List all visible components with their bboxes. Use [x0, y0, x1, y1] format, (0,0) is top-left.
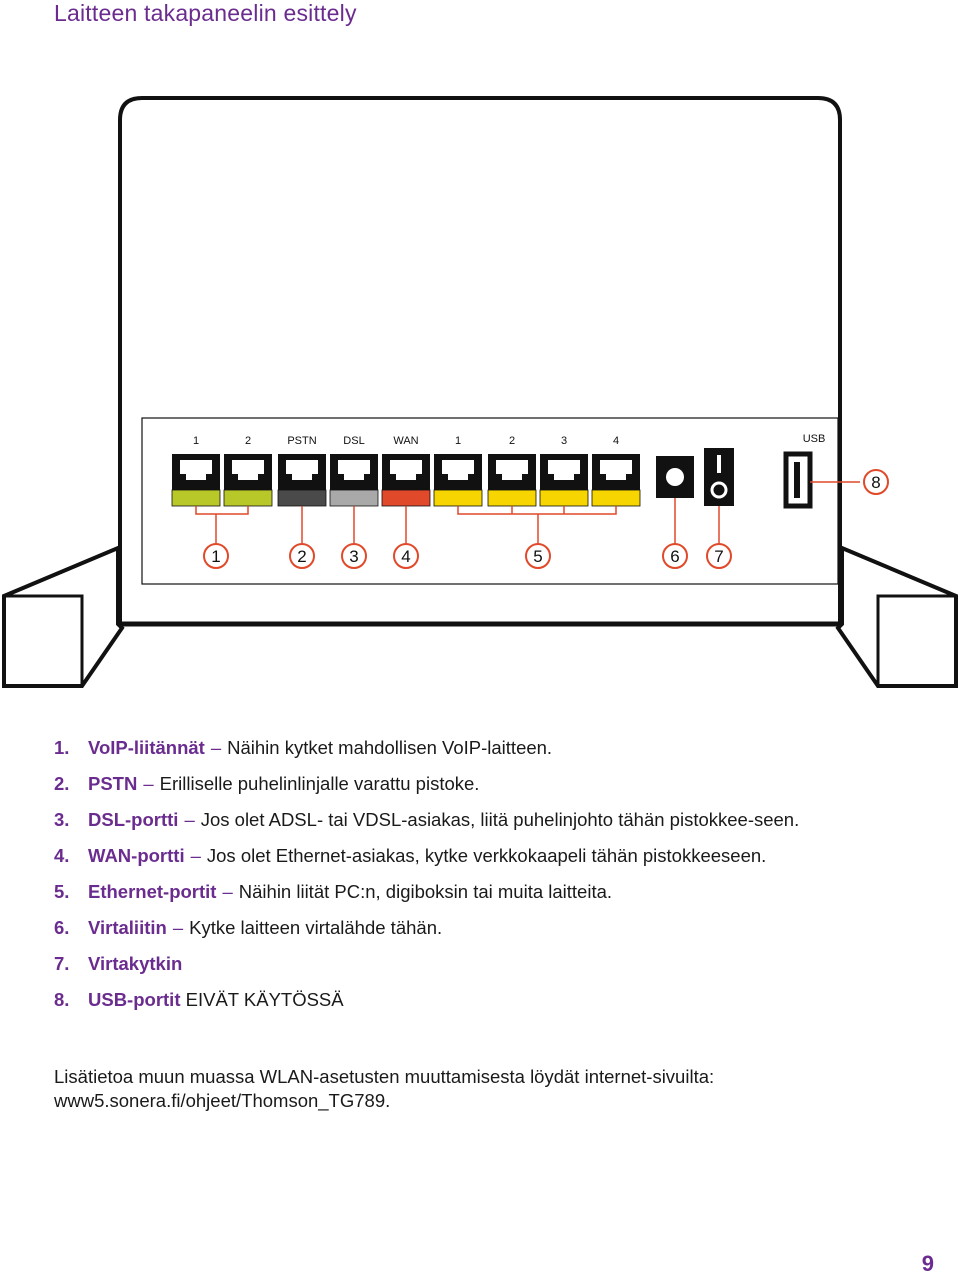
jack-opening	[338, 460, 370, 480]
callout-circle	[525, 543, 551, 569]
item-dash: –	[222, 881, 233, 902]
port-color-strip	[591, 489, 641, 507]
callout-number: 2	[297, 547, 306, 566]
callout-circle	[706, 543, 732, 569]
port-color-strip	[433, 489, 483, 507]
info-url: www5.sonera.fi/ohjeet/Thomson_TG789.	[54, 1090, 391, 1111]
item-description: Jos olet ADSL- tai VDSL-asiakas, liitä p…	[200, 809, 800, 830]
item-term: Ethernet-portit	[88, 881, 217, 902]
list-item: 7. Virtakytkin	[54, 952, 914, 976]
page-number: 9	[921, 1251, 934, 1276]
item-dash: –	[172, 917, 184, 938]
jack-opening	[600, 460, 632, 480]
item-description: Kytke laitteen virtalähde tähän.	[189, 917, 443, 938]
port-color-strip	[223, 489, 273, 507]
list-item: 6. Virtaliitin–Kytke laitteen virtalähde …	[54, 916, 914, 940]
router-body	[118, 96, 842, 622]
callout-number: 4	[401, 547, 410, 566]
port-label: WAN	[393, 435, 418, 447]
callout-number: 5	[533, 547, 542, 566]
callout-number: 3	[349, 547, 358, 566]
port-color-strip	[539, 489, 589, 507]
callout-circle	[393, 543, 419, 569]
leader-line	[457, 506, 617, 515]
port-label: PSTN	[287, 435, 316, 447]
callout-group: 1 2 3 4 5 6 7 8	[195, 469, 889, 569]
item-term: PSTN	[88, 773, 138, 794]
item-term: VoIP-liitännät	[88, 737, 205, 758]
list-item: 3. DSL-portti–Jos olet ADSL- tai VDSL-asi…	[54, 808, 914, 832]
right-foot	[835, 544, 958, 688]
port-color-strip	[329, 489, 379, 507]
item-number: 8.	[54, 989, 70, 1010]
port-color-strip	[487, 489, 537, 507]
item-dash: –	[184, 809, 195, 830]
item-number: 6.	[54, 917, 70, 938]
list-item: 1. VoIP-liitännät–Näihin kytket mahdollis…	[54, 736, 914, 760]
item-number: 7.	[54, 953, 70, 974]
jack-opening	[496, 460, 528, 480]
callout-number: 8	[871, 473, 880, 492]
jack-opening	[232, 460, 264, 480]
leader-line	[195, 506, 249, 515]
page-title: Laitteen takapaneelin esittely	[54, 0, 357, 26]
port-group: 1 2 PSTN DSL WAN 1 2 3 4 USB	[171, 433, 826, 509]
item-number: 4.	[54, 845, 70, 866]
item-term: USB-portit	[88, 989, 181, 1010]
info-line-1: Lisätietoa muun muassa WLAN-asetusten mu…	[54, 1066, 715, 1087]
callout-number: 6	[670, 547, 679, 566]
jack-opening	[180, 460, 212, 480]
list-item: 5. Ethernet-portit–Näihin liität PC:n, di…	[54, 880, 914, 904]
switch-off-mark	[710, 481, 728, 499]
item-description: EIVÄT KÄYTÖSSÄ	[180, 989, 344, 1010]
jack-opening	[442, 460, 474, 480]
switch-on-mark	[717, 455, 721, 473]
item-description: Näihin kytket mahdollisen VoIP-laitteen.	[227, 737, 553, 758]
port-color-strip	[277, 489, 327, 507]
item-term: Virtakytkin	[88, 953, 183, 974]
port-label: 3	[561, 435, 567, 447]
port-label: 1	[193, 435, 199, 447]
feature-list: 1.VoIP-liitännät–Näihin kytket mahdollis…	[54, 736, 914, 1024]
callout-number: 7	[714, 547, 723, 566]
port-color-strip	[171, 489, 221, 507]
left-foot	[1, 544, 125, 688]
item-term: Virtaliitin	[88, 917, 167, 938]
callout-circle	[341, 543, 367, 569]
item-number: 3.	[54, 809, 70, 830]
item-dash: –	[210, 737, 222, 758]
callout-circle	[662, 543, 688, 569]
more-info: Lisätietoa muun muassa WLAN-asetusten mu…	[54, 1065, 914, 1113]
item-dash: –	[190, 845, 201, 866]
port-label: 4	[613, 435, 619, 447]
callout-number: 1	[211, 547, 220, 566]
jack-opening	[390, 460, 422, 480]
usb-label: USB	[803, 433, 826, 445]
list-item: 8. USB-portit EIVÄT KÄYTÖSSÄ	[54, 988, 914, 1012]
list-item: 2. PSTN–Erilliselle puhelinlinjalle varat…	[54, 772, 914, 796]
port-label: 1	[455, 435, 461, 447]
callout-circle	[203, 543, 229, 569]
usb-port-tongue	[794, 462, 800, 498]
item-number: 2.	[54, 773, 70, 794]
port-color-strip	[381, 489, 431, 507]
port-label: 2	[509, 435, 515, 447]
power-socket-hole	[666, 468, 684, 486]
item-description: Näihin liität PC:n, digiboksin tai muita…	[238, 881, 613, 902]
callout-circle	[289, 543, 315, 569]
router-back-panel-illustration: 1 2 PSTN DSL WAN 1 2 3 4 USB 1 2 3 4 5 6 7 8	[1, 96, 958, 688]
item-term: DSL-portti	[88, 809, 179, 830]
port-label: DSL	[343, 435, 364, 447]
item-number: 1.	[54, 737, 70, 758]
callout-circle	[863, 469, 889, 495]
jack-opening	[286, 460, 318, 480]
item-dash: –	[143, 773, 154, 794]
item-description: Erilliselle puhelinlinjalle varattu pist…	[159, 773, 480, 794]
list-item: 4. WAN-portti–Jos olet Ethernet-asiakas, …	[54, 844, 914, 868]
item-number: 5.	[54, 881, 70, 902]
item-term: WAN-portti	[88, 845, 185, 866]
jack-opening	[548, 460, 580, 480]
item-description: Jos olet Ethernet-asiakas, kytke verkkok…	[206, 845, 767, 866]
port-label: 2	[245, 435, 251, 447]
